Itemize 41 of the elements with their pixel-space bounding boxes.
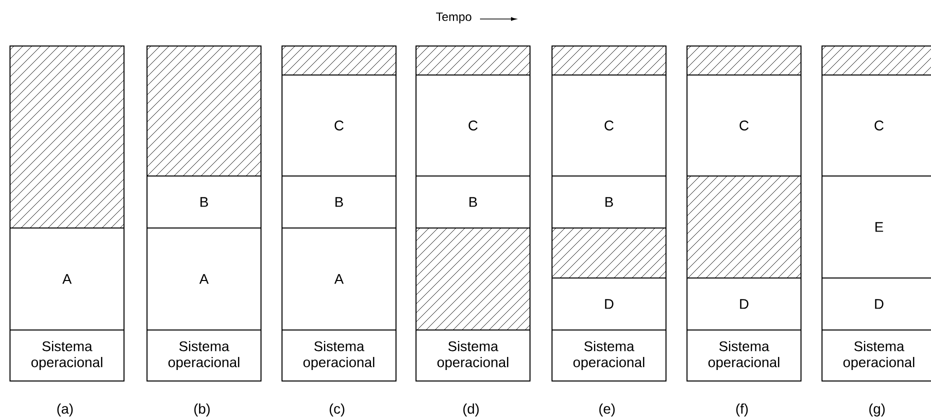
memory-segment: B [552, 176, 666, 228]
memory-segment: C [282, 74, 396, 176]
panel-label: (a) [57, 403, 73, 417]
memory-segment: A [10, 228, 125, 330]
panel-label: (f) [736, 403, 748, 417]
memory-segment: Sistema operacional [686, 330, 802, 382]
free-memory-block [822, 46, 931, 76]
free-memory-block [686, 176, 802, 278]
memory-segment: D [552, 278, 666, 330]
memory-segment: B [282, 176, 396, 228]
memory-segment: B [416, 176, 530, 228]
free-memory-block [552, 228, 666, 278]
free-memory-block [416, 46, 530, 76]
memory-segment: C [822, 74, 931, 176]
memory-segment: Sistema operacional [822, 330, 931, 382]
panel-label: (c) [330, 403, 344, 417]
memory-segment: A [282, 228, 396, 330]
panel-label: (b) [194, 403, 210, 417]
memory-segment: C [416, 74, 530, 176]
free-memory-block [416, 228, 530, 330]
panel-label: (d) [463, 403, 479, 417]
memory-segment: Sistema operacional [146, 330, 262, 382]
free-memory-block [10, 46, 125, 228]
memory-segment: Sistema operacional [282, 330, 396, 382]
memory-segment: Sistema operacional [552, 330, 666, 382]
free-memory-block [686, 46, 802, 76]
free-memory-block [552, 46, 666, 76]
axis-label: Tempo [436, 12, 472, 24]
memory-segment: C [686, 74, 802, 176]
memory-segment: Sistema operacional [10, 330, 125, 382]
memory-segment: Sistema operacional [416, 330, 530, 382]
memory-segment: D [686, 278, 802, 330]
memory-segment: D [822, 278, 931, 330]
panel-label: (e) [599, 403, 615, 417]
memory-segment: C [552, 74, 666, 176]
free-memory-block [282, 46, 396, 76]
memory-segment: E [822, 176, 931, 278]
memory-segment: A [146, 228, 262, 330]
memory-segment: B [146, 176, 262, 228]
free-memory-block [146, 46, 262, 176]
panel-label: (g) [869, 403, 885, 416]
